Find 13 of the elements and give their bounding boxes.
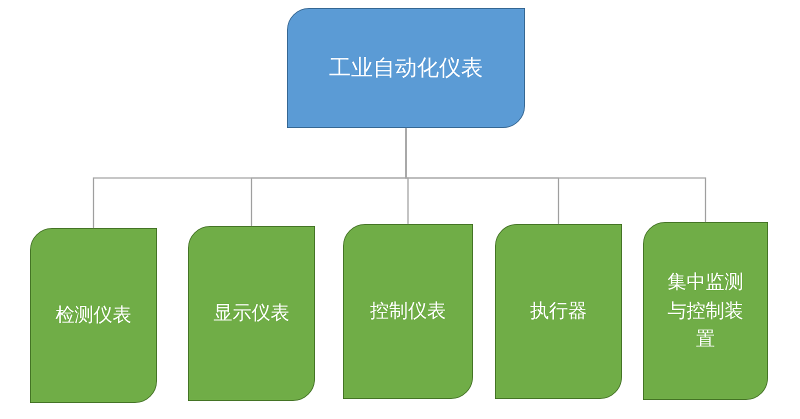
category-box: [287, 8, 525, 128]
box-label: 集中监测与控制装置: [666, 270, 744, 352]
subcategory-box: [643, 222, 768, 400]
box-label: 显示仪表: [214, 301, 290, 326]
subcategory-box: [495, 224, 622, 399]
subcategory-box: [343, 224, 473, 399]
box-label: 控制仪表: [370, 299, 446, 324]
subcategory-box: [188, 226, 315, 401]
box-label: 工业自动化仪表: [329, 54, 483, 82]
subcategory-box: [30, 228, 157, 403]
box-label: 执行器: [530, 299, 587, 324]
box-label: 检测仪表: [56, 303, 132, 328]
connector-line: [405, 128, 706, 222]
